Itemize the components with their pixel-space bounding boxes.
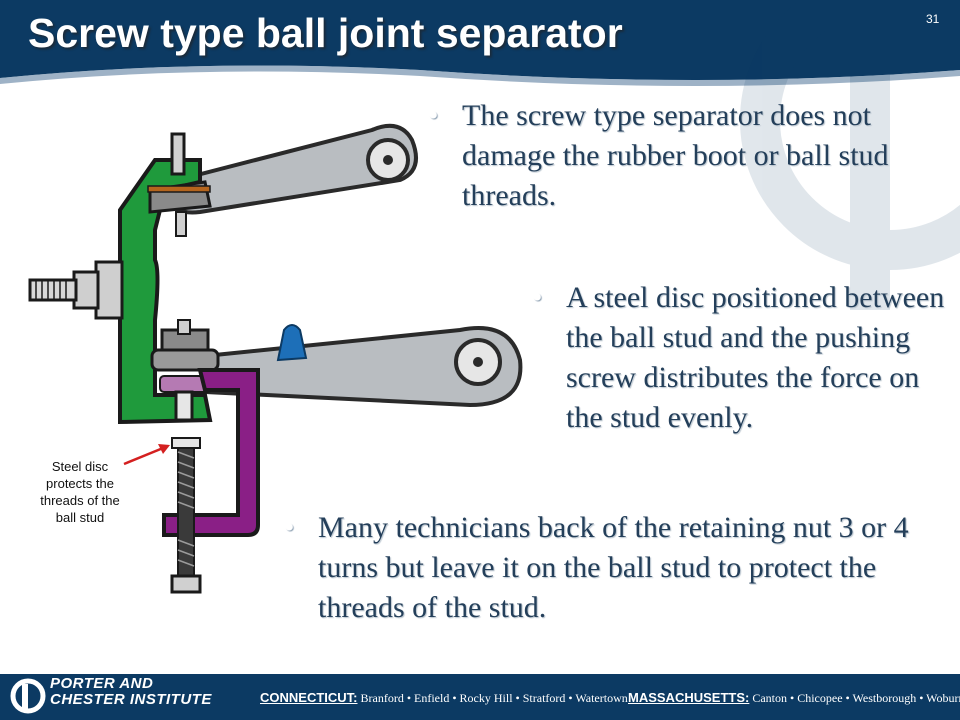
header-band-accent xyxy=(0,65,960,86)
callout-arrowhead xyxy=(158,444,170,454)
footer-ct-state: CONNECTICUT: xyxy=(260,690,358,705)
ball-joint-illustration xyxy=(28,123,523,594)
bullet-item: • A steel disc positioned between the ba… xyxy=(532,278,956,438)
lower-control-arm xyxy=(203,326,523,408)
bullet-text: The screw type separator does not damage… xyxy=(462,99,889,212)
footer-ct-towns: Branford • Enfield • Rocky Hill • Stratf… xyxy=(360,691,628,705)
logo-line-1: PORTER AND xyxy=(50,675,154,692)
slide-number: 31 xyxy=(926,12,940,26)
footer-ma-state: MASSACHUSETTS: xyxy=(628,690,750,705)
upper-ball-stud-lower xyxy=(175,211,187,237)
bullet-text: A steel disc positioned between the ball… xyxy=(566,281,945,434)
screw-head xyxy=(170,574,202,594)
upper-ball-joint-seal xyxy=(147,185,211,193)
spring-seat xyxy=(276,324,308,362)
bullet-dot: • xyxy=(428,99,439,132)
bullet-item: • The screw type separator does not dama… xyxy=(428,96,932,216)
lower-arm-bushing-hole xyxy=(473,357,483,367)
upper-arm-bushing-hole xyxy=(383,155,393,165)
spindle-threads xyxy=(28,278,78,302)
spindle-body xyxy=(72,270,100,310)
bullet-dot: • xyxy=(532,281,543,314)
logo-line-2: CHESTER INSTITUTE xyxy=(50,691,212,708)
lower-ball-stud-top xyxy=(177,319,191,335)
footer-ma-towns: Canton • Chicopee • Westborough • Woburn xyxy=(752,691,960,705)
footer-bar xyxy=(0,674,960,720)
spindle-hub xyxy=(94,260,124,320)
footer-massachusetts: MASSACHUSETTS: Canton • Chicopee • Westb… xyxy=(628,690,960,706)
lower-ball-joint-boot xyxy=(150,348,220,372)
steel-disc xyxy=(171,437,201,449)
slide-title: Screw type ball joint separator xyxy=(28,10,623,56)
upper-ball-stud xyxy=(170,132,186,176)
bullet-item: • Many technicians back of the retaining… xyxy=(284,508,918,628)
bullet-text: Many technicians back of the retaining n… xyxy=(318,511,909,624)
pushing-screw xyxy=(177,443,195,577)
separator-tool-frame xyxy=(162,368,260,537)
footer-connecticut: CONNECTICUT: Branford • Enfield • Rocky … xyxy=(260,690,628,706)
institute-logo-icon xyxy=(10,678,46,714)
watermark-logo xyxy=(740,0,960,310)
header-band xyxy=(0,0,960,80)
bullet-dot: • xyxy=(284,511,295,544)
institute-logo-text: PORTER AND CHESTER INSTITUTE xyxy=(50,676,212,708)
lower-ball-stud xyxy=(174,390,194,422)
figure-caption: Steel disc protects the threads of the b… xyxy=(40,459,120,525)
